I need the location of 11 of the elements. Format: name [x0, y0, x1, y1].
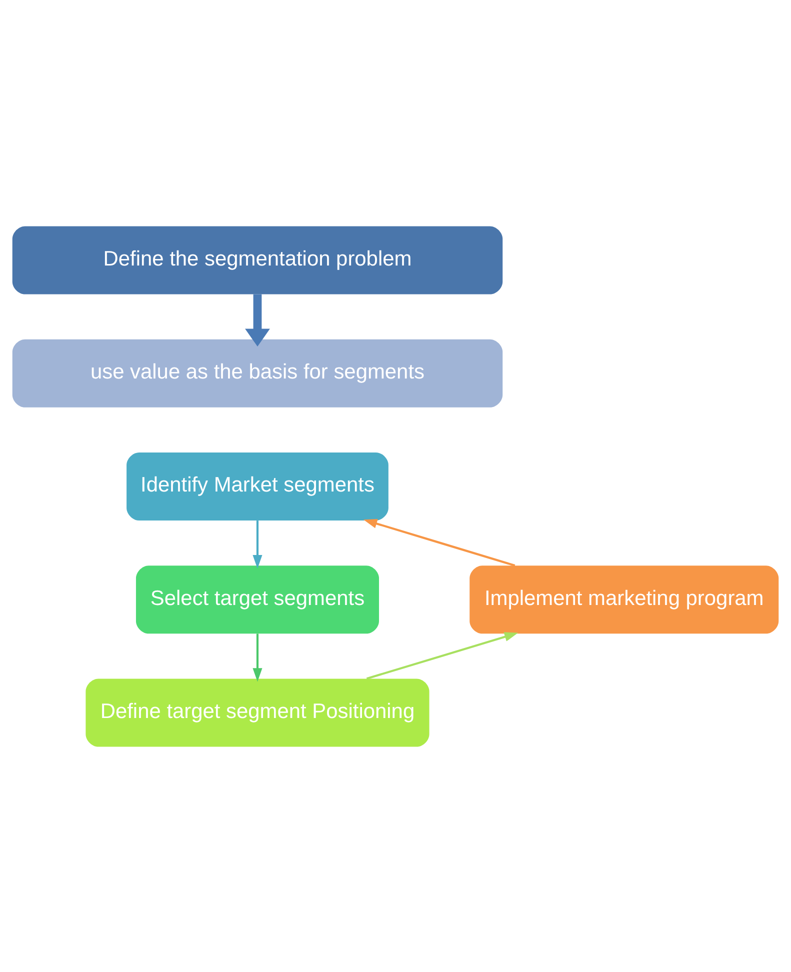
node-box: Implement marketing program	[470, 565, 779, 634]
arrow	[366, 632, 518, 680]
node-box: Define target segment Positioning	[86, 678, 430, 746]
arrow	[245, 294, 270, 346]
node-box: use value as the basis for segments	[12, 338, 503, 407]
node-box: Define the segmentation problem	[12, 226, 503, 294]
arrow	[252, 520, 262, 568]
node-box: Select target segments	[136, 565, 379, 634]
arrow	[252, 633, 262, 682]
arrow	[363, 518, 516, 566]
node-box: Identify Market segments	[126, 452, 388, 520]
